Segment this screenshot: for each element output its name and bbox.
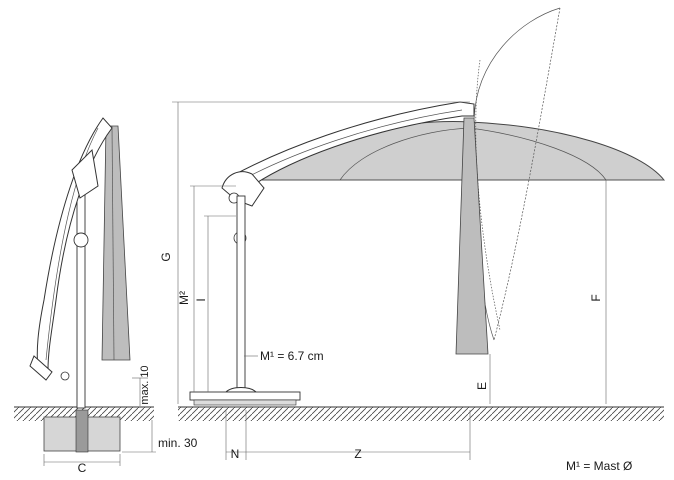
dimension-lines xyxy=(43,101,607,466)
label-mast-legend: M¹ = Mast Ø xyxy=(566,459,632,473)
label-e: E xyxy=(475,382,489,390)
label-z: Z xyxy=(354,447,361,461)
diagram-labels: G M² I F E max. 10 min. 30 C N Z M¹ = 6.… xyxy=(78,252,633,475)
label-max10: max. 10 xyxy=(139,365,151,404)
label-mast-diameter-value: M¹ = 6.7 cm xyxy=(260,349,324,363)
folded-umbrella xyxy=(29,117,131,409)
label-f: F xyxy=(589,294,603,301)
label-min30: min. 30 xyxy=(158,436,198,450)
label-m2: M² xyxy=(177,291,191,305)
open-umbrella xyxy=(189,7,666,406)
label-c: C xyxy=(78,461,87,475)
concrete-foundation xyxy=(43,409,121,453)
label-g: G xyxy=(159,252,173,261)
label-i: I xyxy=(194,298,208,301)
label-n: N xyxy=(231,447,240,461)
